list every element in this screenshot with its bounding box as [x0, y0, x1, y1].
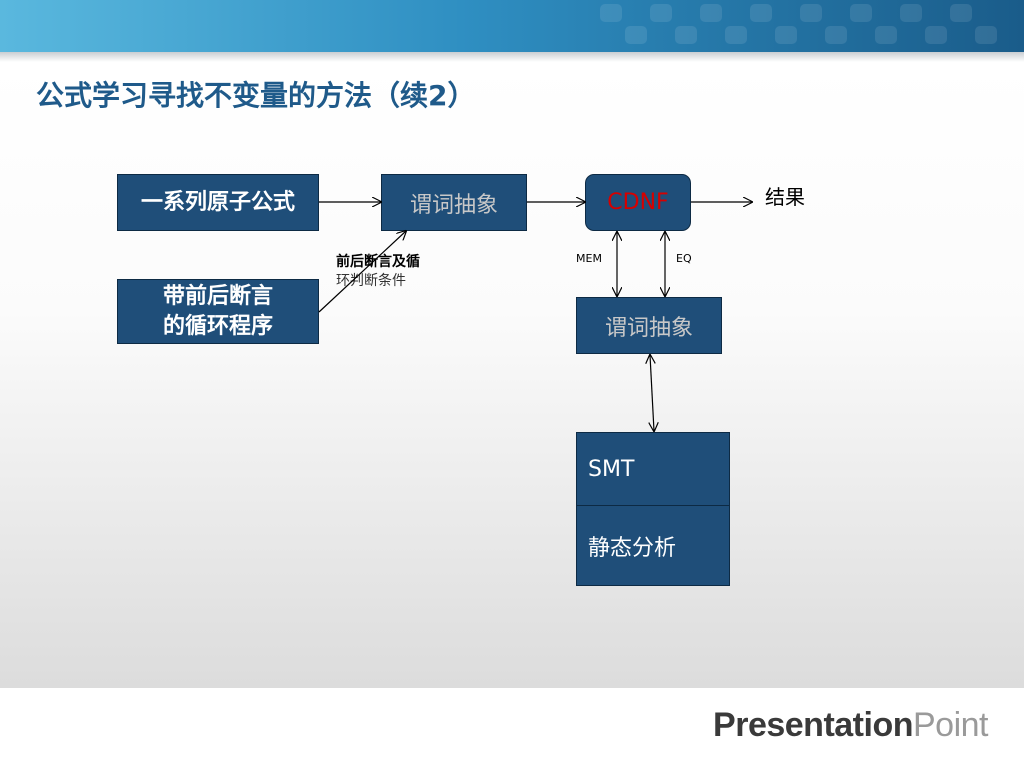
footer	[0, 688, 1024, 768]
arrow-loop-to-abstraction	[318, 231, 406, 313]
arrow-abstraction-smt	[650, 355, 654, 431]
banner-tile	[700, 4, 722, 22]
predicate-abstraction-box-right: 谓词抽象	[576, 297, 722, 354]
loop-program-box: 带前后断言 的循环程序	[117, 279, 319, 344]
mem-label: MEM	[576, 252, 602, 265]
cdnf-label: CDNF	[607, 190, 669, 215]
result-label: 结果	[765, 185, 805, 209]
eq-label: EQ	[676, 252, 692, 265]
conditions-label: 前后断言及循 环判断条件	[336, 253, 420, 291]
banner-tile	[725, 26, 747, 44]
slide-title: 公式学习寻找不变量的方法（续2）	[36, 79, 476, 112]
banner-tile	[850, 4, 872, 22]
banner-tile	[675, 26, 697, 44]
banner-tile	[625, 26, 647, 44]
banner-shadow	[0, 52, 1024, 62]
cdnf-box: CDNF	[585, 174, 691, 231]
predicate-abstraction-box-top: 谓词抽象	[381, 174, 527, 231]
conditions-label-line1: 前后断言及循	[336, 254, 420, 270]
smt-label: SMT	[588, 456, 635, 482]
banner-tile	[825, 26, 847, 44]
logo-part1: Presentation	[713, 706, 913, 744]
banner-tile	[750, 4, 772, 22]
banner-tile	[650, 4, 672, 22]
loop-program-label-line2: 的循环程序	[162, 313, 273, 339]
static-analysis-box: 静态分析	[576, 505, 730, 586]
predicate-abstraction-label-top: 谓词抽象	[409, 192, 498, 218]
result-text: 结果	[765, 185, 805, 209]
conditions-label-line2: 环判断条件	[336, 273, 406, 289]
smt-box: SMT	[576, 432, 730, 506]
banner-tile	[925, 26, 947, 44]
atomic-formulas-label: 一系列原子公式	[140, 189, 295, 215]
presentationpoint-logo: PresentationPoint	[713, 706, 988, 745]
predicate-abstraction-label-right: 谓词抽象	[604, 315, 693, 341]
slide-background	[0, 62, 1024, 688]
banner-tile	[800, 4, 822, 22]
banner-tile	[950, 4, 972, 22]
header-banner	[0, 0, 1024, 52]
loop-program-label-line1: 带前后断言	[162, 283, 273, 309]
banner-tile	[975, 26, 997, 44]
banner-tile	[775, 26, 797, 44]
static-analysis-label: 静态分析	[588, 535, 677, 561]
logo-part2: Point	[913, 706, 989, 744]
atomic-formulas-box: 一系列原子公式	[117, 174, 319, 231]
banner-tile	[875, 26, 897, 44]
banner-tile	[900, 4, 922, 22]
banner-tile	[600, 4, 622, 22]
